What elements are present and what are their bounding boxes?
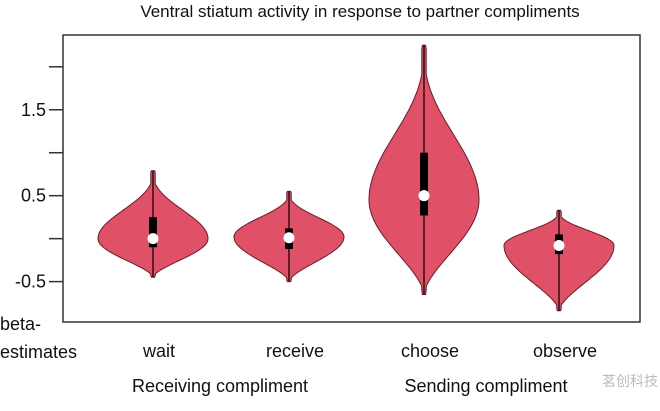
y-tick-label: 1.5 [21,100,46,120]
y-tick-label: -0.5 [15,272,46,292]
y-axis: -0.5 0.5 1.5 [15,66,63,292]
x-axis-labels: wait receive choose observe [142,341,597,361]
median-dot-receive [283,232,295,244]
y-tick-label: 0.5 [21,186,46,206]
median-dot-observe [553,240,565,252]
y-axis-label-line1: beta- [0,314,41,334]
x-tick-label-wait: wait [142,341,175,361]
median-dot-choose [418,190,430,202]
chart-title: Ventral stiatum activity in response to … [140,2,579,21]
violins [97,44,615,312]
group-label-receiving: Receiving compliment [132,376,308,396]
x-tick-label-observe: observe [533,341,597,361]
group-label-sending: Sending compliment [404,376,567,396]
y-axis-label-line2: estimates [0,342,77,362]
watermark: 茗创科技 [602,373,658,389]
x-tick-label-receive: receive [266,341,324,361]
median-dot-wait [147,233,159,245]
plot-frame [62,34,641,323]
iqr-box-wait [149,217,157,248]
x-tick-label-choose: choose [401,341,459,361]
iqr-box-choose [420,152,428,216]
